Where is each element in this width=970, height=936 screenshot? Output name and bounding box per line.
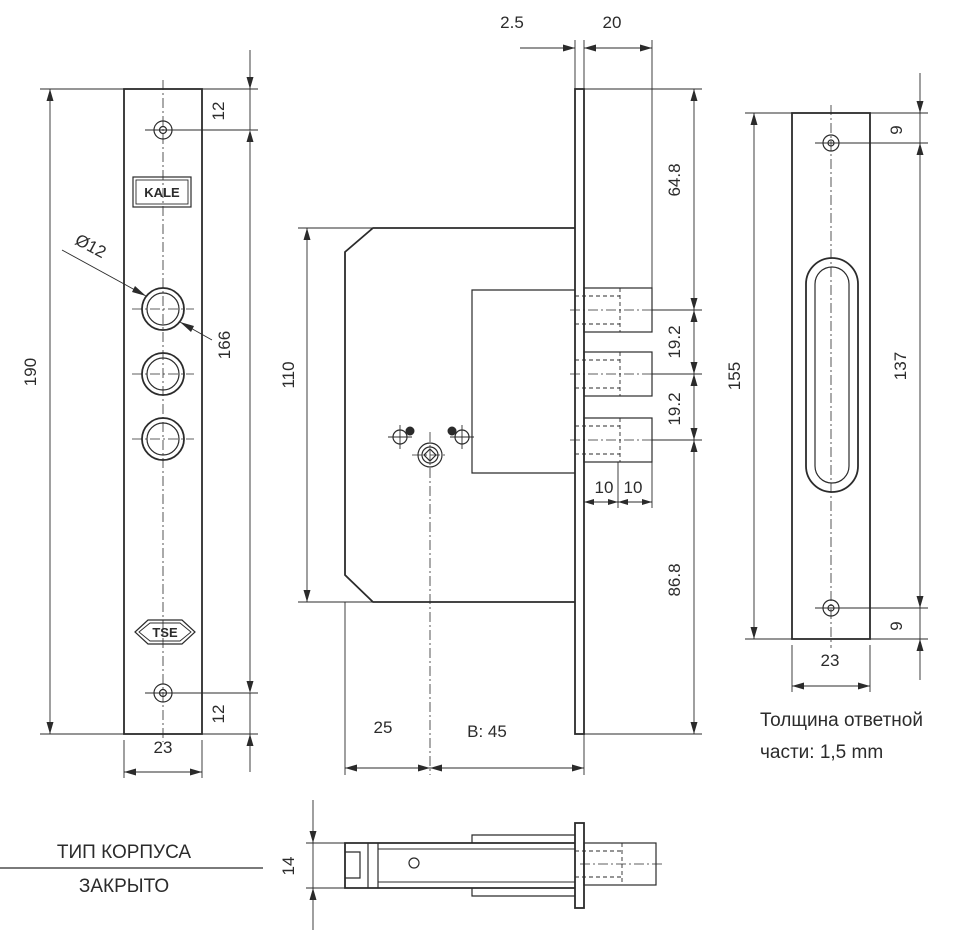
- case-screw-right: [447, 425, 474, 449]
- bolt-1: [570, 287, 660, 333]
- front-plate-view: KALE TSE 190: [21, 50, 258, 778]
- dim-bolt-width-a: 10: [595, 478, 614, 497]
- dim-bottom-hole-offset: 12: [209, 705, 228, 724]
- tse-logo: TSE: [134, 619, 196, 645]
- dim-strike-slot-length: 137: [891, 352, 910, 380]
- dim-strike-top-offset: 9: [887, 125, 906, 134]
- dim-bolt-pitch-2: 19.2: [665, 392, 684, 425]
- bottom-faceplate: [574, 822, 585, 909]
- dim-edge-to-spindle: 25: [374, 718, 393, 737]
- bottom-screw-hole: [145, 683, 181, 703]
- dim-top-hole-offset: 12: [209, 102, 228, 121]
- dim-upper-distance: 64.8: [665, 163, 684, 196]
- top-screw-hole: [145, 120, 181, 140]
- faceplate: [574, 88, 585, 735]
- kale-logo-text: KALE: [144, 185, 180, 200]
- case-bottom-outline: [344, 842, 575, 889]
- dim-lower-distance: 86.8: [665, 563, 684, 596]
- strike-top-screw: [815, 134, 928, 152]
- strike-bolt-slot: [805, 257, 859, 493]
- dim-cylinder-spacing: 166: [215, 331, 234, 359]
- dim-front-plate-height: 190: [21, 358, 40, 386]
- bolt-3: [570, 417, 660, 463]
- cylinder-hole-3: [132, 417, 194, 461]
- dim-bolt-pitch-1: 19.2: [665, 325, 684, 358]
- case-type-label: ТИП КОРПУСА: [57, 842, 192, 863]
- dim-bolt-projection: 20: [603, 13, 622, 32]
- strike-thickness-note-line1: Толщина ответной: [760, 710, 923, 731]
- dim-faceplate-thickness: 2.5: [500, 13, 524, 32]
- case-bottom-hole: [408, 857, 420, 869]
- lock-case-outline: [344, 227, 575, 603]
- case-type-value: ЗАКРЫТО: [79, 876, 169, 897]
- dim-front-plate-width: 23: [154, 738, 173, 757]
- strike-bottom-screw: [815, 599, 928, 617]
- side-view: 2.5 20 64.8 19.2 19.2 86.8 10 10: [279, 13, 702, 775]
- bolt-2: [570, 351, 660, 397]
- dim-strike-width: 23: [821, 651, 840, 670]
- dim-bolt-width-b: 10: [624, 478, 643, 497]
- spindle-hub: [412, 432, 448, 775]
- tse-logo-text: TSE: [152, 625, 178, 640]
- dim-cylinder-diameter: Ø12: [72, 230, 109, 262]
- dim-case-height: 110: [279, 361, 298, 388]
- bottom-view: 14 ТИП КОРПУСА ЗАКРЫТО: [0, 800, 662, 930]
- strike-plate-view: 155 9 137 9 23 Толщина ответной части: 1…: [725, 73, 928, 763]
- dim-backset: B: 45: [467, 722, 507, 741]
- dim-strike-height: 155: [725, 362, 744, 390]
- case-screw-left: [388, 425, 415, 449]
- dim-strike-bottom-offset: 9: [887, 621, 906, 630]
- dim-case-depth: 14: [279, 857, 298, 876]
- kale-logo: KALE: [132, 176, 192, 208]
- cylinder-hole-2: [132, 352, 194, 396]
- strike-thickness-note-line2: части: 1,5 mm: [760, 742, 883, 763]
- cylinder-hole-1: [132, 287, 194, 331]
